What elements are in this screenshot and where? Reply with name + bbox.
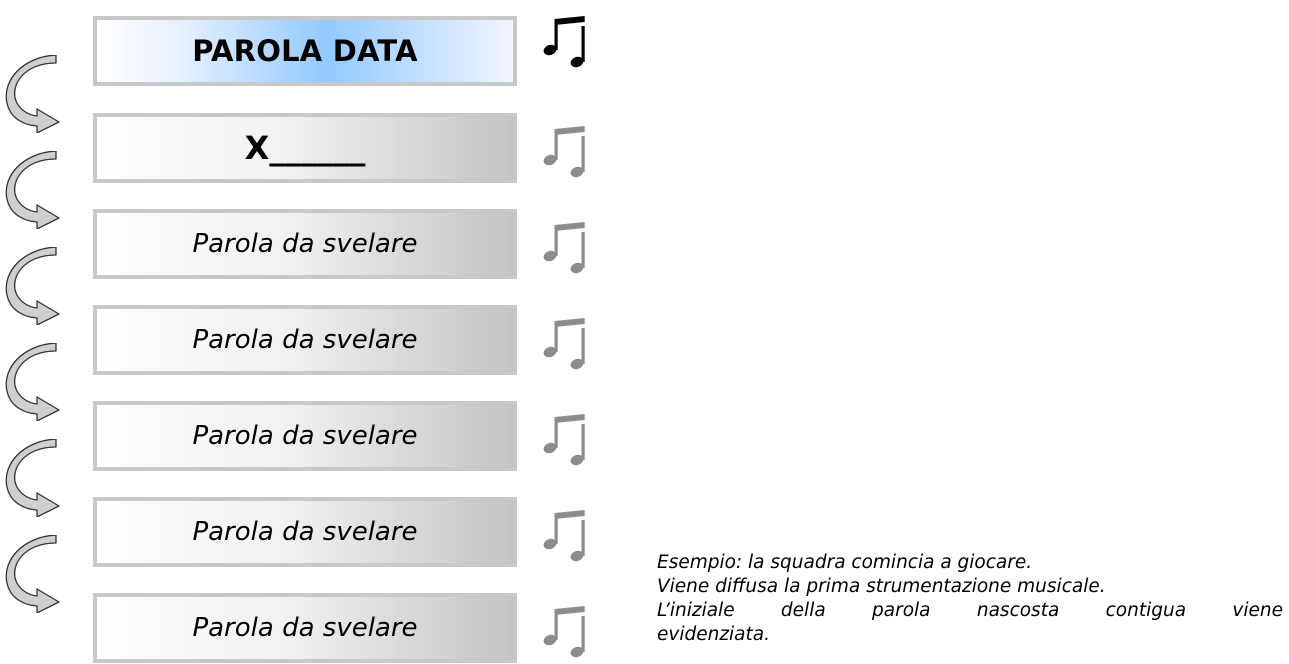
caption-line: evidenziata. xyxy=(657,624,770,645)
caption-line: Viene diffusa la prima strumentazione mu… xyxy=(657,576,1106,597)
word-box-5: Parola da svelare xyxy=(93,401,517,471)
word-box-3: Parola da svelare xyxy=(93,209,517,279)
curved-arrow-icon xyxy=(5,55,60,133)
word-box-7: Parola da svelare xyxy=(93,593,517,663)
curved-arrow-icon xyxy=(5,535,60,613)
curved-arrow-icon xyxy=(5,247,60,325)
example-caption: Esempio: la squadra comincia a giocare. … xyxy=(657,551,1283,664)
hidden-word-label: Parola da svelare xyxy=(192,325,418,355)
music-note-icon xyxy=(543,606,585,658)
curved-arrow-icon xyxy=(5,439,60,517)
music-note-icon xyxy=(543,510,585,562)
word-box-6: Parola da svelare xyxy=(93,497,517,567)
word-box-2: X______ xyxy=(93,113,517,183)
hidden-word-label: Parola da svelare xyxy=(192,229,418,259)
music-note-icon xyxy=(543,318,585,370)
music-note-icon xyxy=(543,222,585,274)
given-word-label: PAROLA DATA xyxy=(192,34,418,68)
curved-arrow-icon xyxy=(5,151,60,229)
music-note-icon xyxy=(543,414,585,466)
initial-letter-blank: X______ xyxy=(244,129,366,167)
hidden-word-label: Parola da svelare xyxy=(192,613,418,643)
curved-arrow-icon xyxy=(5,343,60,421)
caption-line: Esempio: la squadra comincia a giocare. xyxy=(657,552,1033,573)
caption-line: L’iniziale della parola nascosta contigu… xyxy=(657,600,1283,621)
word-box-4: Parola da svelare xyxy=(93,305,517,375)
music-note-icon xyxy=(543,16,585,68)
music-note-icon xyxy=(543,126,585,178)
hidden-word-label: Parola da svelare xyxy=(192,517,418,547)
hidden-word-label: Parola da svelare xyxy=(192,421,418,451)
given-word-box: PAROLA DATA xyxy=(93,16,517,86)
